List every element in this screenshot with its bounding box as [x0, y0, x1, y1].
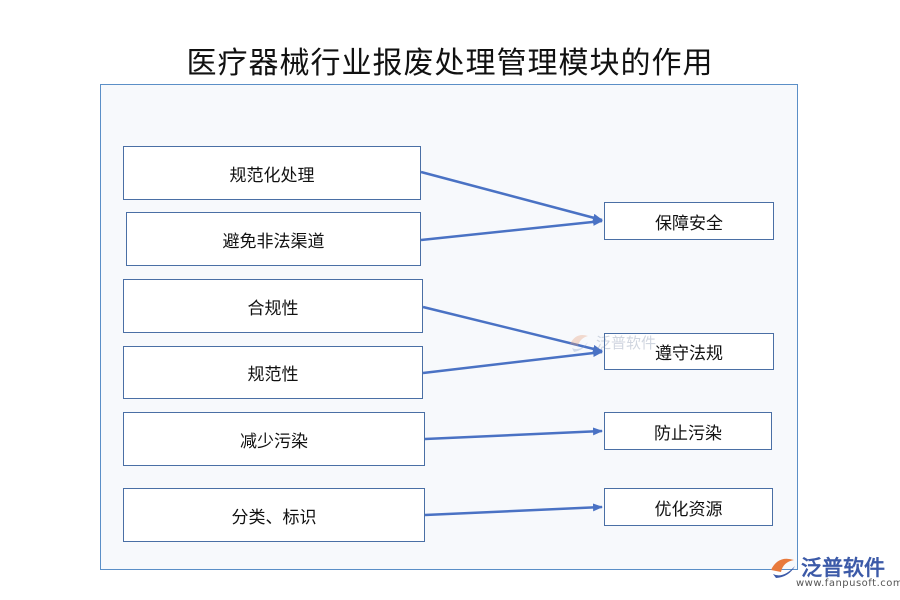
right-box-3: 优化资源	[604, 488, 773, 526]
arrow-2	[422, 305, 603, 353]
left-box-0: 规范化处理	[123, 146, 421, 200]
left-box-label: 规范性	[247, 365, 299, 385]
left-box-3: 规范性	[123, 346, 423, 399]
right-box-label: 遵守法规	[655, 344, 723, 364]
right-box-label: 保障安全	[655, 213, 723, 234]
arrow-3	[422, 349, 603, 375]
brand-logo: 泛普软件	[768, 552, 885, 582]
left-box-4: 减少污染	[123, 412, 425, 466]
right-box-0: 保障安全	[604, 202, 774, 240]
left-box-label: 分类、标识	[231, 507, 317, 528]
left-box-label: 合规性	[247, 298, 299, 319]
left-box-1: 避免非法渠道	[126, 212, 421, 266]
watermark-logo-icon	[570, 335, 588, 352]
right-box-label: 优化资源	[654, 499, 723, 520]
diagram-title: 医疗器械行业报废处理管理模块的作用	[186, 46, 714, 81]
arrow-5	[424, 503, 603, 517]
arrow-1	[420, 217, 603, 242]
left-box-label: 避免非法渠道	[222, 231, 325, 252]
arrow-0	[420, 170, 603, 222]
brand-logo-text: 泛普软件	[801, 556, 885, 580]
left-box-label: 规范化处理	[229, 165, 315, 186]
right-box-label: 防止污染	[654, 423, 722, 444]
watermark-text: 泛普软件	[596, 333, 657, 352]
right-box-1: 遵守法规	[604, 333, 774, 370]
brand-logo-icon	[771, 558, 795, 578]
arrow-4	[424, 427, 603, 441]
brand-url: www.fanpusoft.com	[796, 578, 900, 589]
left-box-2: 合规性	[123, 279, 423, 333]
right-box-2: 防止污染	[604, 412, 772, 450]
left-box-label: 减少污染	[240, 431, 308, 452]
watermark: 泛普软件	[566, 330, 656, 354]
left-box-5: 分类、标识	[123, 488, 425, 542]
